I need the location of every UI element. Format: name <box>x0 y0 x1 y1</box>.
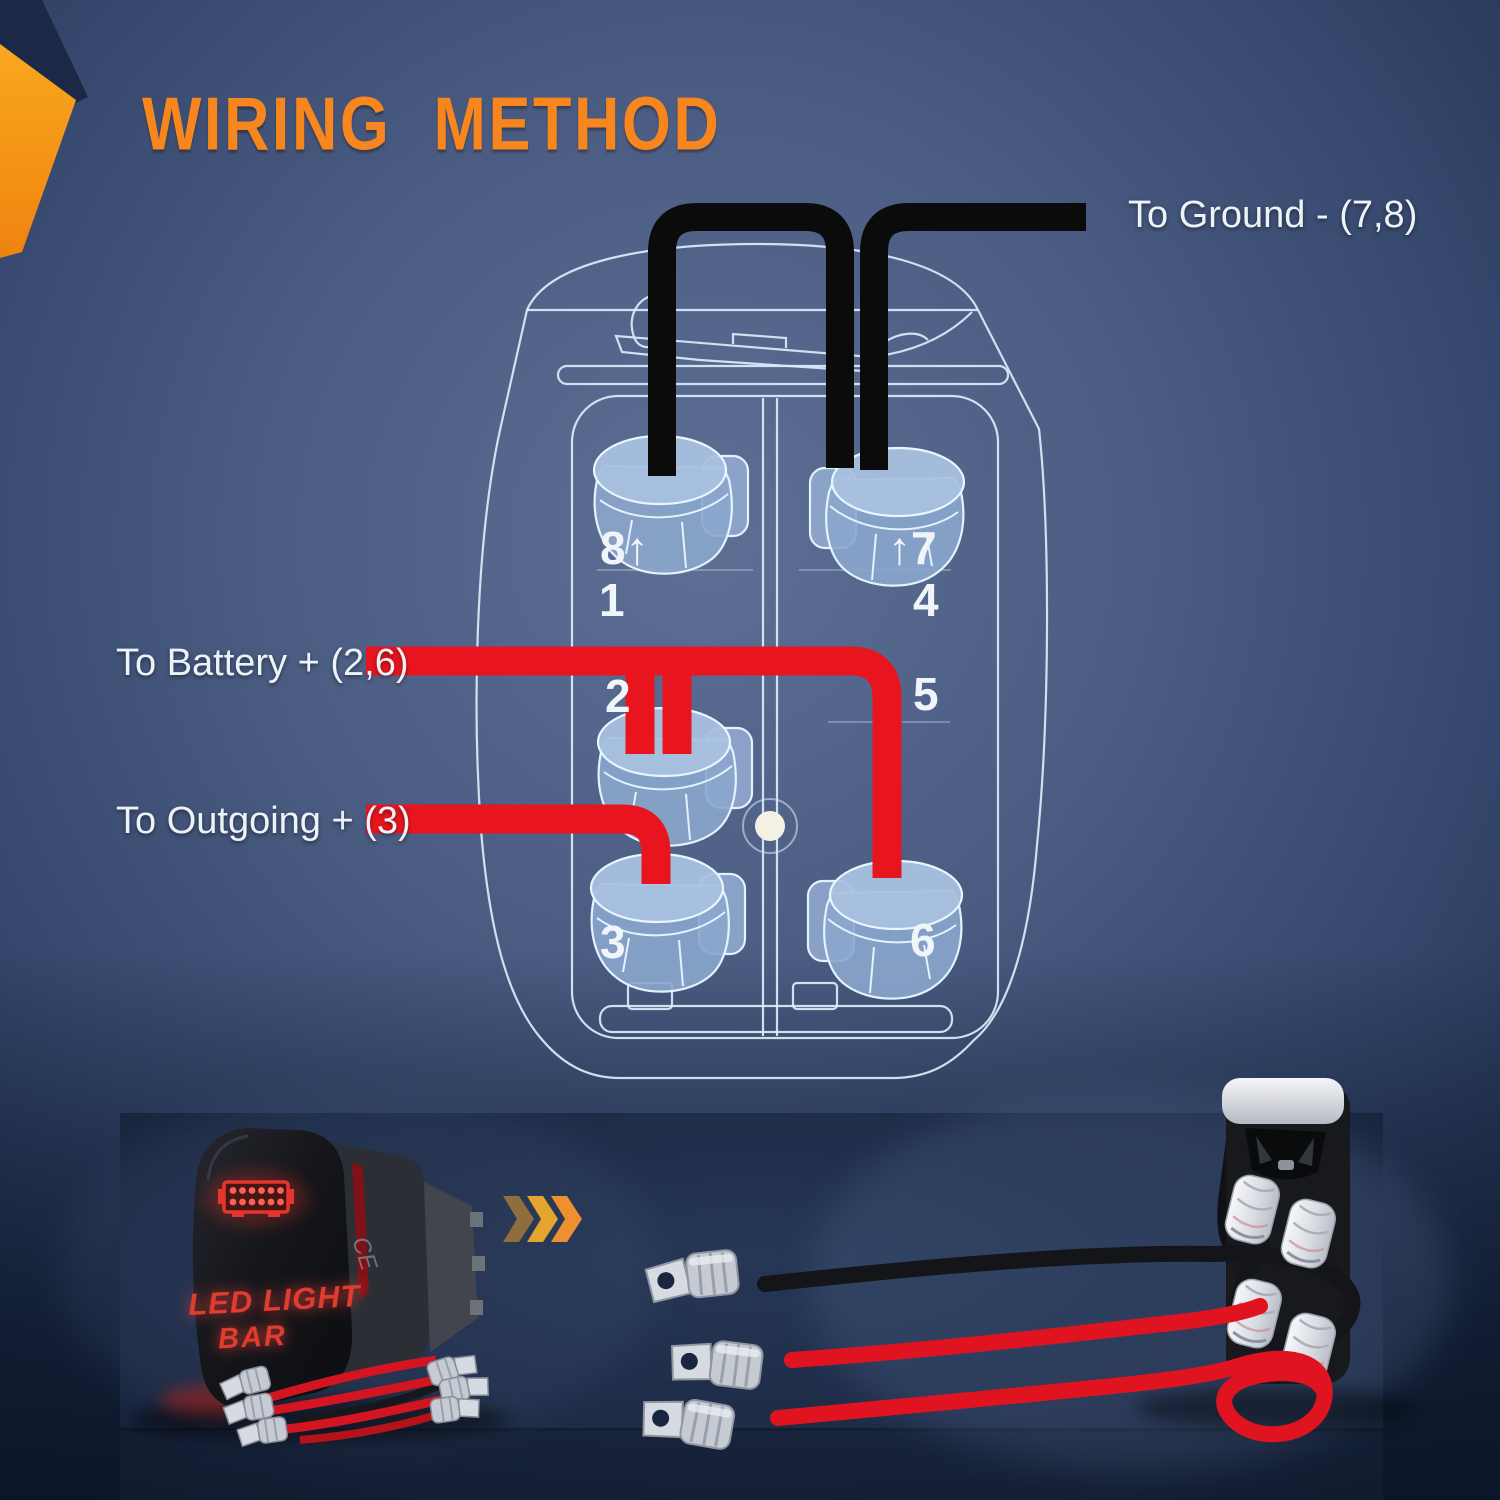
triple-chevron-right-icon <box>503 1196 582 1242</box>
switch-legend-line2: BAR <box>217 1320 287 1356</box>
terminal-labels: 8↑ ↑7 1 4 2 5 3 6 <box>599 522 939 968</box>
led-light-bar-icon <box>204 1170 308 1226</box>
ground-wire-label: To Ground - (7,8) <box>1128 194 1418 236</box>
switch-inner-face <box>570 394 1000 1040</box>
center-pivot-dot <box>755 811 785 841</box>
outgoing-wire-label: To Outgoing + (3) <box>116 800 411 842</box>
terminal-label-4: 4 <box>913 574 939 626</box>
outgoing-wire <box>366 804 671 884</box>
terminal-label-1: 1 <box>599 574 625 626</box>
page-title: WIRING METHOD <box>142 81 722 166</box>
wiring-overlay <box>366 203 1086 884</box>
terminal-label-5: 5 <box>913 668 939 720</box>
terminal-label-6: 6 <box>910 914 936 966</box>
battery-wire-label: To Battery + (2,6) <box>116 642 409 684</box>
product-photo-panel: CE LED LIGHT <box>60 1078 1450 1500</box>
terminal-label-3: 3 <box>600 916 626 968</box>
ground-wire <box>860 203 1086 470</box>
terminal-label-7-ground: ↑7 <box>888 522 937 574</box>
orange-corner-arrow-icon <box>0 0 88 258</box>
switch-front-face <box>192 1128 353 1409</box>
ground-jumper-wire <box>648 203 854 476</box>
product-switch-photo: CE LED LIGHT <box>130 1128 510 1448</box>
product-wired-switch-photo <box>636 1078 1415 1452</box>
terminal-label-8-ground: 8↑ <box>600 522 649 574</box>
battery-wire <box>366 646 902 878</box>
rocker-cap <box>1222 1078 1344 1124</box>
outgoing-feed-wire-photo <box>770 1350 1333 1443</box>
terminal-label-2: 2 <box>605 670 631 722</box>
battery-feed-wire-photo <box>784 1298 1268 1368</box>
